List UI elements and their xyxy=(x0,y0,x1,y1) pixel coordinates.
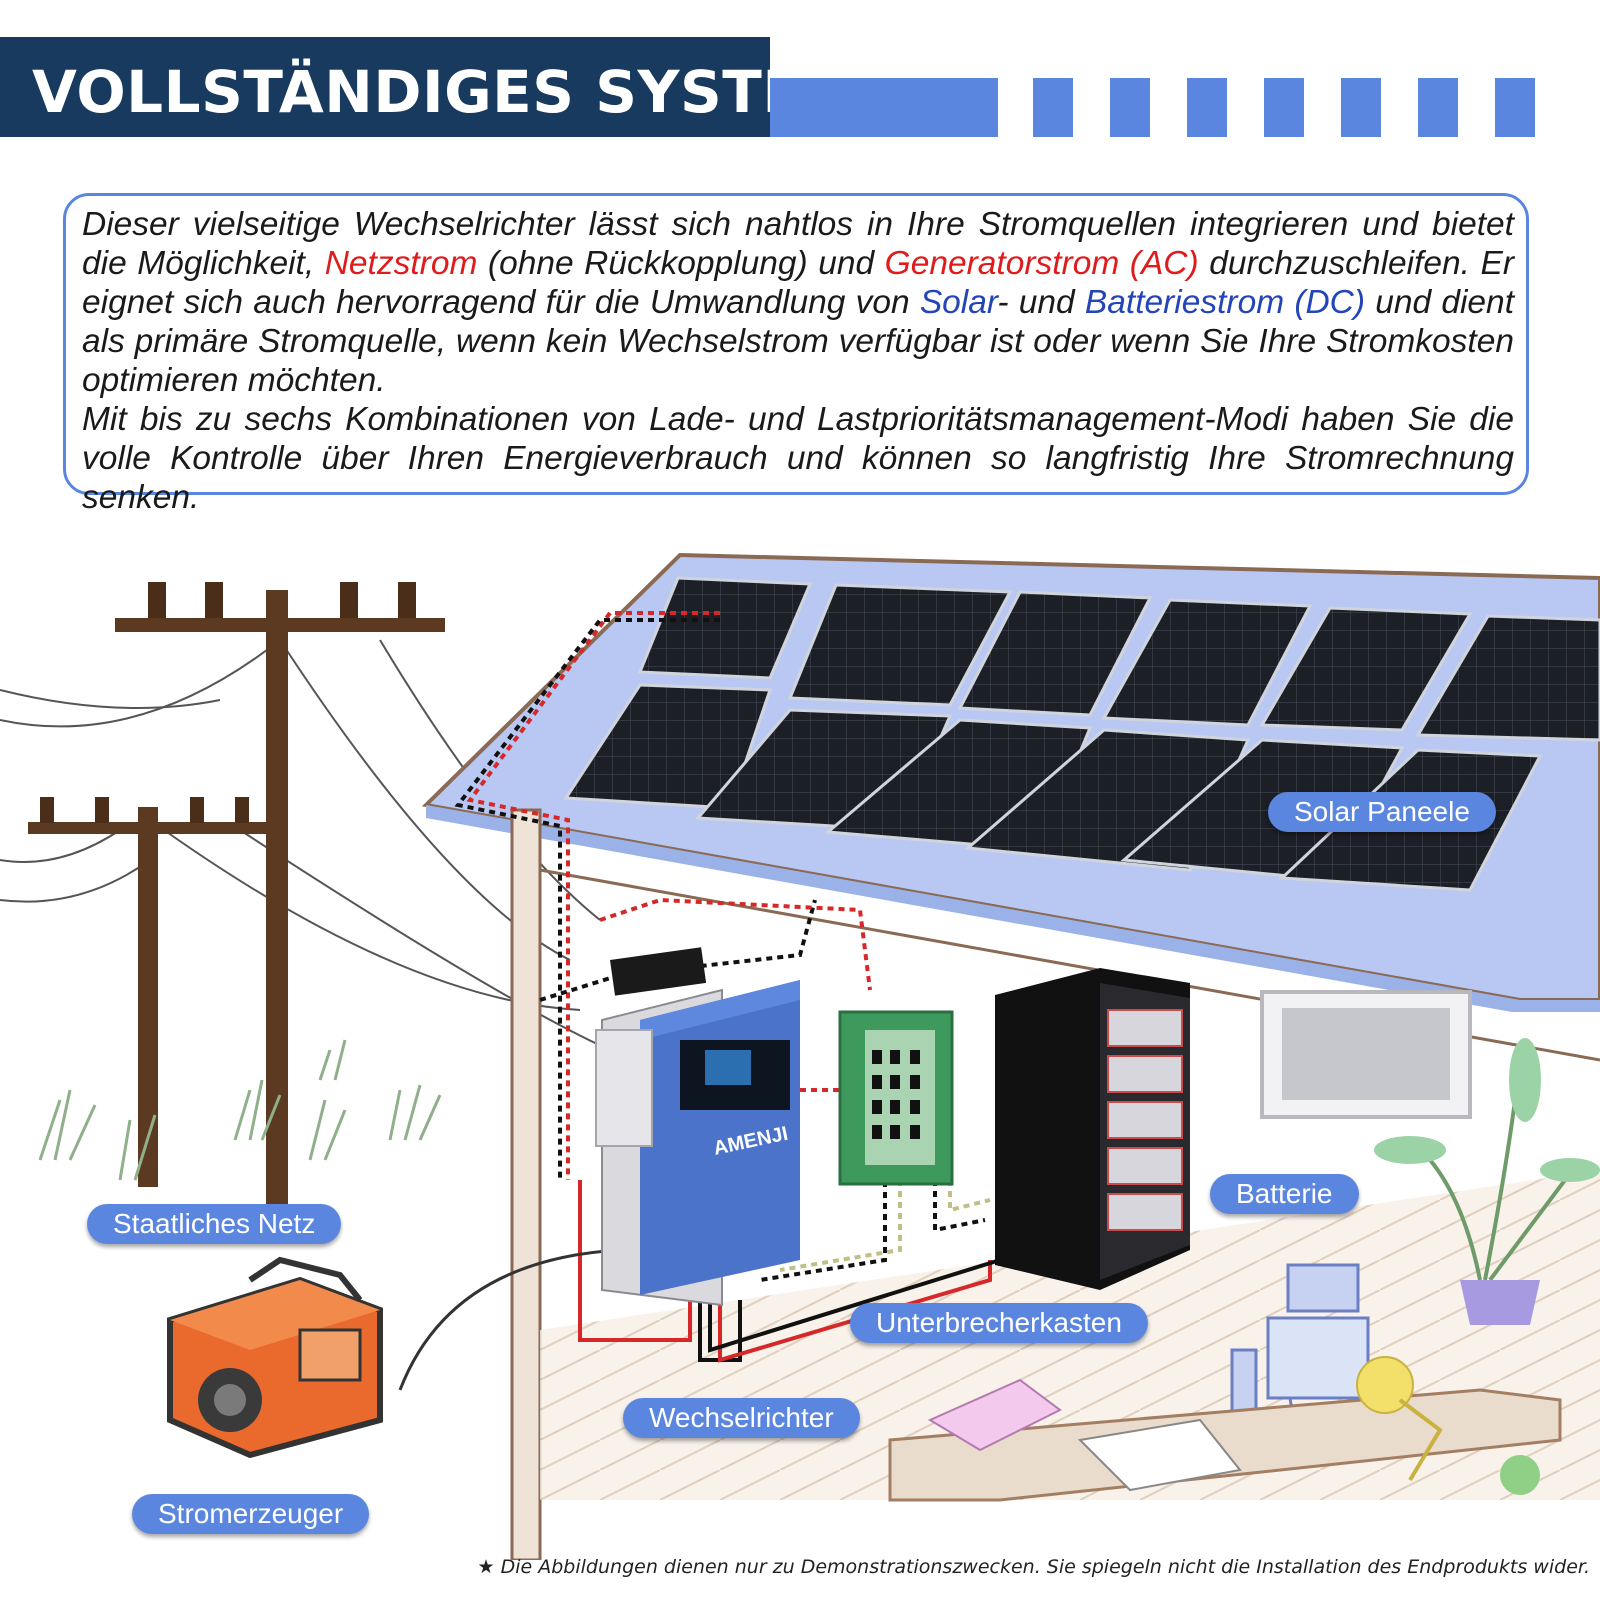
description-text: Dieser vielseitige Wechselrichter lässt … xyxy=(82,205,1514,517)
inverter-device: AMENJI xyxy=(595,947,800,1307)
header-accent-square xyxy=(1264,78,1304,137)
header-banner xyxy=(0,37,770,137)
label-inverter: Wechselrichter xyxy=(623,1398,860,1438)
generator-icon xyxy=(167,1256,383,1459)
description-paragraph-2: Mit bis zu sechs Kombinationen von Lade-… xyxy=(82,401,1514,516)
description-box xyxy=(63,193,1529,495)
plant-icon xyxy=(1374,1038,1600,1325)
office-furniture xyxy=(1230,1263,1370,1461)
label-breaker-box: Unterbrecherkasten xyxy=(850,1303,1148,1343)
header-accent-square xyxy=(1495,78,1535,137)
utility-pole-icon xyxy=(28,582,445,1210)
header-accent-square xyxy=(1418,78,1458,137)
page-title: VOLLSTÄNDIGES SYSTEM xyxy=(32,58,861,126)
system-illustration: AMENJI xyxy=(0,552,1600,1560)
window-decoration xyxy=(1260,990,1472,1119)
battery-power-highlight: Batteriestrom (DC) xyxy=(1084,284,1366,321)
breaker-box xyxy=(838,1010,954,1186)
header-accent-bar xyxy=(770,78,998,137)
label-battery: Batterie xyxy=(1210,1174,1359,1214)
footnote: ★ Die Abbildungen dienen nur zu Demonstr… xyxy=(477,1556,1590,1578)
header-accent-square xyxy=(1341,78,1381,137)
generator-power-highlight: Generatorstrom (AC) xyxy=(884,245,1199,282)
solar-panels xyxy=(563,576,1600,892)
label-public-grid: Staatliches Netz xyxy=(87,1204,342,1244)
label-solar-panels: Solar Paneele xyxy=(1268,792,1496,832)
grid-power-highlight: Netzstrom xyxy=(324,245,478,282)
description-paragraph-1: Dieser vielseitige Wechselrichter lässt … xyxy=(82,206,1514,399)
solar-highlight: Solar xyxy=(919,284,998,321)
battery-rack xyxy=(995,968,1190,1290)
desk xyxy=(888,1356,1562,1502)
header-accent-square xyxy=(1033,78,1073,137)
label-generator: Stromerzeuger xyxy=(132,1494,370,1534)
grass-decoration xyxy=(38,1039,442,1181)
header-accent-square xyxy=(1187,78,1227,137)
header-accent-square xyxy=(1110,78,1150,137)
